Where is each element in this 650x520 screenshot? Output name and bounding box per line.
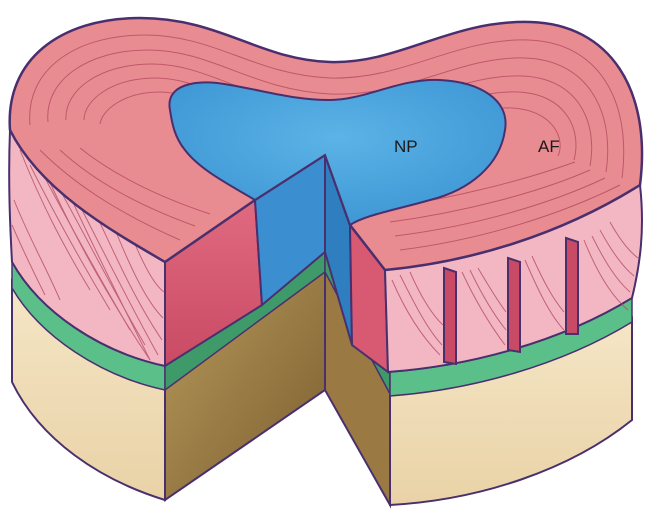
label-nucleus: NP [394, 137, 418, 156]
label-annulus: AF [538, 137, 560, 156]
